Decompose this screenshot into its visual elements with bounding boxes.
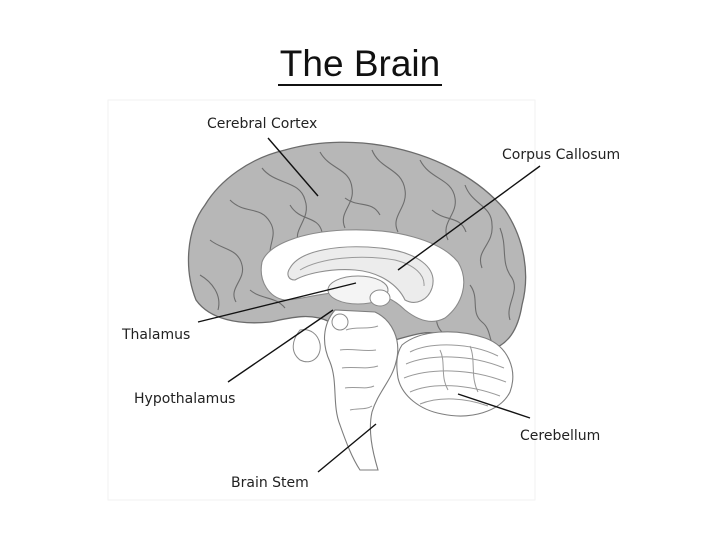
leader-hypothalamus [227,309,334,383]
cerebellum-shape [396,331,514,417]
cerebellum-folia [403,344,507,407]
label-brain-stem: Brain Stem [231,475,309,491]
leader-cerebral-cortex [267,137,319,197]
hypothalamus-shape [292,329,321,363]
slide-title-text: The Brain [277,43,443,86]
leader-corpus-callosum [397,165,541,271]
label-corpus-callosum: Corpus Callosum [502,147,620,163]
slide-title: The Brain [0,42,720,86]
leader-brain-stem [317,423,377,473]
brain-stem-shape [324,309,399,471]
label-thalamus: Thalamus [121,327,190,343]
label-hypothalamus: Hypothalamus [134,391,235,407]
diagram-frame [107,99,536,501]
label-cerebellum: Cerebellum [520,428,600,444]
leader-thalamus [197,282,357,323]
leader-cerebellum [457,393,531,419]
label-cerebral-cortex: Cerebral Cortex [207,116,317,132]
